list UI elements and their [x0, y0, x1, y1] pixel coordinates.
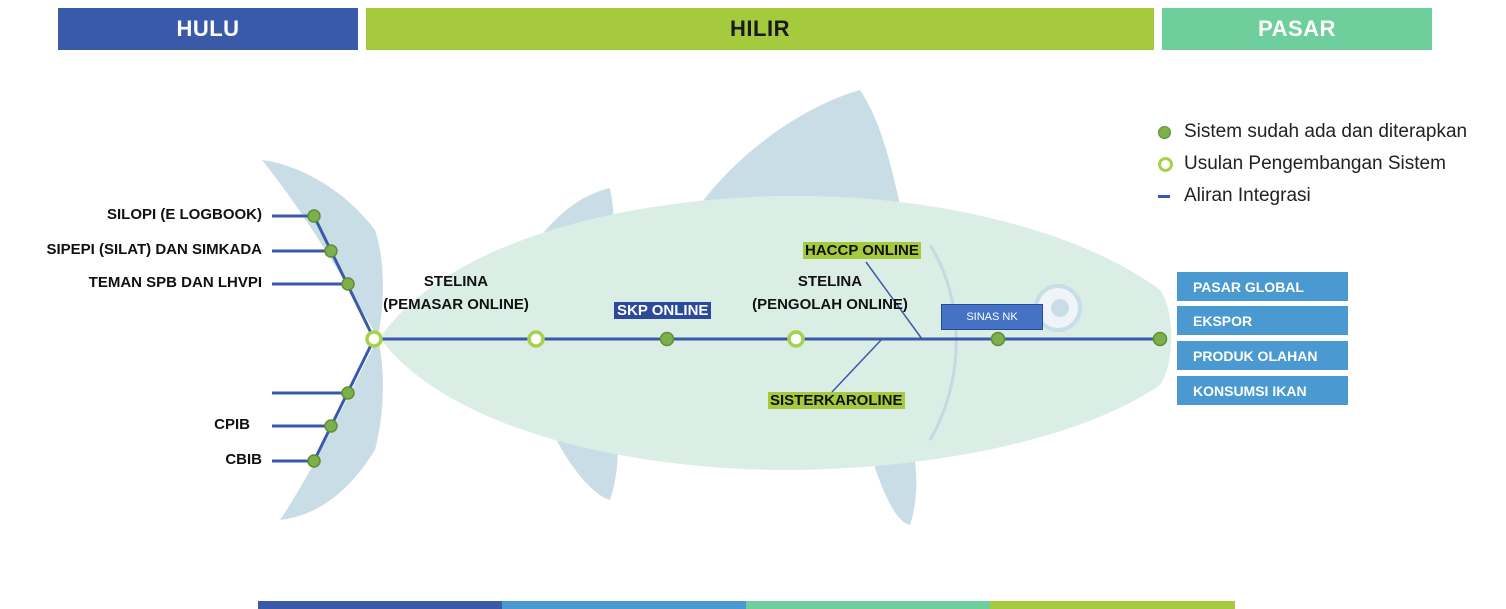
legend-label: Aliran Integrasi	[1184, 185, 1311, 207]
label-sisterkaroline: SISTERKAROLINE	[768, 392, 905, 409]
node-blank	[342, 387, 354, 399]
bottom-bar-segment	[746, 601, 990, 609]
filled-dot-icon	[1158, 126, 1171, 139]
label-stelina-pengolah-line1: STELINA	[738, 273, 922, 290]
node-stelina-pemasar-open	[529, 332, 543, 346]
node-skp-online	[661, 333, 674, 346]
label-silopi: SILOPI (E LOGBOOK)	[107, 206, 262, 223]
bottom-bar-segment	[258, 601, 502, 609]
legend-label: Sistem sudah ada dan diterapkan	[1184, 121, 1467, 143]
node-junction-open	[367, 332, 381, 346]
fish-pupil	[1051, 299, 1069, 317]
node-stelina-pengolah-open	[789, 332, 803, 346]
label-cpib: CPIB	[214, 416, 250, 433]
legend-item-existing: Sistem sudah ada dan diterapkan	[1158, 121, 1467, 143]
fish-tail	[262, 160, 383, 338]
node-cbib	[308, 455, 320, 467]
label-stelina-pemasar-line1: STELINA	[372, 273, 540, 290]
node-cpib	[325, 420, 337, 432]
line-icon	[1158, 195, 1170, 198]
node-silopi	[308, 210, 320, 222]
market-produk-olahan: PRODUK OLAHAN	[1177, 341, 1348, 370]
market-pasar-global: PASAR GLOBAL	[1177, 272, 1348, 301]
fish-body	[380, 196, 1171, 470]
legend-item-proposed: Usulan Pengembangan Sistem	[1158, 153, 1446, 175]
label-stelina-pemasar: STELINA (PEMASAR ONLINE)	[372, 273, 540, 313]
label-skp-online: SKP ONLINE	[614, 302, 711, 319]
label-teman: TEMAN SPB DAN LHVPI	[89, 274, 262, 291]
label-stelina-pengolah: STELINA (PENGOLAH ONLINE)	[738, 273, 922, 313]
legend-item-flow: Aliran Integrasi	[1158, 185, 1311, 207]
node-teman	[342, 278, 354, 290]
label-stelina-pemasar-line2: (PEMASAR ONLINE)	[372, 296, 540, 313]
label-sinas-nk: SINAS NK	[941, 304, 1043, 330]
bottom-bar-segment	[502, 601, 746, 609]
label-sipepi: SIPEPI (SILAT) DAN SIMKADA	[46, 241, 262, 258]
node-sipepi	[325, 245, 337, 257]
node-sinas-nk	[992, 333, 1005, 346]
market-ekspor: EKSPOR	[1177, 306, 1348, 335]
open-dot-icon	[1158, 157, 1173, 172]
market-konsumsi-ikan: KONSUMSI IKAN	[1177, 376, 1348, 405]
label-haccp-online: HACCP ONLINE	[803, 242, 921, 259]
bottom-bar-segment	[990, 601, 1235, 609]
label-cbib: CBIB	[225, 451, 262, 468]
node-market	[1154, 333, 1167, 346]
label-stelina-pengolah-line2: (PENGOLAH ONLINE)	[738, 296, 922, 313]
legend-label: Usulan Pengembangan Sistem	[1184, 153, 1446, 175]
